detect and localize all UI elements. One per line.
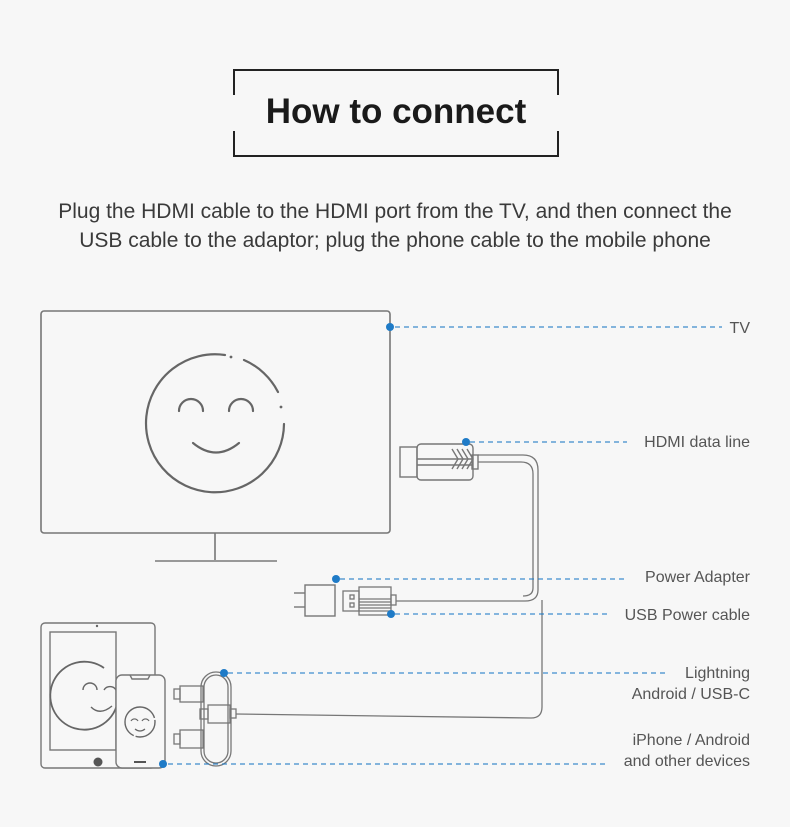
label-devices-line-1: iPhone / Android — [632, 732, 750, 749]
hdmi-plug-icon — [399, 443, 479, 481]
phone-cable — [235, 600, 543, 719]
label-hdmi-data-line: HDMI data line — [644, 434, 750, 451]
label-power-adapter: Power Adapter — [645, 569, 750, 586]
page-title: How to connect — [265, 92, 527, 131]
marker-hdmi-dot — [462, 438, 470, 446]
label-connectors-line-1: Lightning — [685, 665, 750, 682]
instructions-line-2: USB cable to the adaptor; plug the phone… — [79, 229, 711, 252]
smiley-face-icon — [144, 353, 286, 494]
usb-plug-icon — [342, 586, 397, 616]
label-devices: iPhone / Android and other devices — [624, 730, 750, 772]
marker-devices-dot — [159, 760, 167, 768]
label-connectors-line-2: Android / USB-C — [631, 686, 750, 703]
marker-power-adapter-dot — [332, 575, 340, 583]
label-usb-power-cable: USB Power cable — [624, 607, 750, 624]
instructions-line-1: Plug the HDMI cable to the HDMI port fro… — [58, 200, 732, 223]
smartphone-icon — [115, 674, 166, 769]
marker-connectors-dot — [220, 669, 228, 677]
label-devices-line-2: and other devices — [623, 753, 750, 770]
label-tv: TV — [729, 320, 750, 337]
tv-icon — [40, 310, 391, 562]
instructions: Plug the HDMI cable to the HDMI port fro… — [20, 197, 770, 255]
marker-usb-power-dot — [387, 610, 395, 618]
hdmi-cable — [396, 454, 539, 602]
power-adapter-icon — [294, 584, 336, 617]
marker-tv-dot — [386, 323, 394, 331]
three-in-one-connector-icon — [173, 671, 237, 767]
label-connectors: Lightning Android / USB-C — [632, 663, 750, 705]
title-frame: How to connect — [233, 69, 559, 157]
